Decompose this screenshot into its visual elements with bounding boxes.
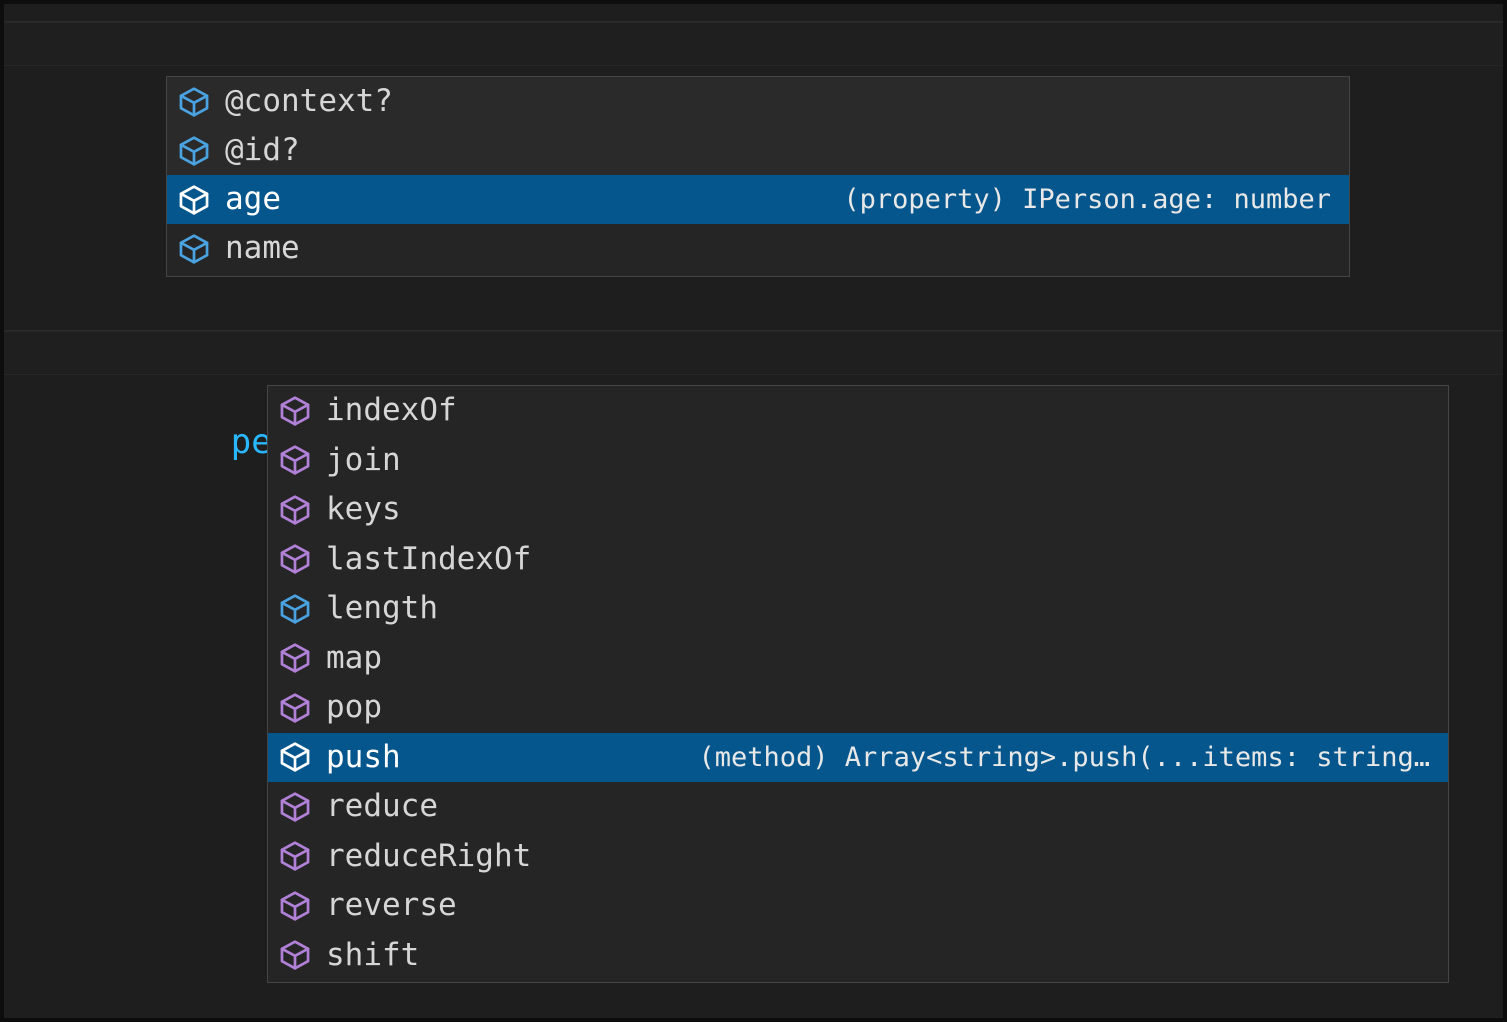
field-cube-icon: [177, 232, 211, 266]
suggest-item-map[interactable]: map: [268, 634, 1448, 684]
suggest-item-name[interactable]: name: [167, 224, 1349, 273]
suggest-item-label: shift: [326, 936, 420, 973]
method-cube-icon: [278, 443, 312, 477]
suggest-item--id-[interactable]: @id?: [167, 126, 1349, 175]
method-cube-icon: [278, 691, 312, 725]
suggest-item-age[interactable]: age (property) IPerson.age: number: [167, 175, 1349, 224]
suggest-item-label: join: [326, 441, 401, 478]
suggest-item-pop[interactable]: pop: [268, 683, 1448, 733]
code-line-1[interactable]: person.;: [4, 22, 1503, 244]
suggest-widget-person[interactable]: @context? @id? age (property) IPerson.age: …: [166, 76, 1350, 277]
suggest-item-lastindexof[interactable]: lastIndexOf: [268, 535, 1448, 585]
suggest-item-push[interactable]: push (method) Array<string>.push(...items…: [268, 732, 1448, 782]
field-cube-icon: [177, 85, 211, 119]
suggest-item-length[interactable]: length: [268, 584, 1448, 634]
suggest-item-reduceright[interactable]: reduceRight: [268, 832, 1448, 882]
field-cube-icon: [177, 134, 211, 168]
method-cube-icon: [278, 790, 312, 824]
suggest-item-label: length: [326, 590, 438, 627]
method-cube-icon: [278, 394, 312, 428]
suggest-item-label: name: [225, 230, 300, 266]
suggest-item-indexof[interactable]: indexOf: [268, 386, 1448, 436]
suggest-item-label: @id?: [225, 132, 300, 168]
method-cube-icon: [278, 839, 312, 873]
suggest-item-shift[interactable]: shift: [268, 931, 1448, 981]
suggest-item--context-[interactable]: @context?: [167, 77, 1349, 126]
method-cube-icon: [278, 493, 312, 527]
editor-surface: person.; @context? @id? age (property) IPer…: [4, 4, 1503, 1018]
method-cube-icon: [278, 542, 312, 576]
suggest-item-label: reduceRight: [326, 837, 532, 874]
suggest-item-detail: (method) Array<string>.push(...items: st…: [698, 741, 1431, 773]
property-cube-icon: [278, 592, 312, 626]
suggest-item-label: indexOf: [326, 392, 457, 429]
method-cube-icon: [278, 641, 312, 675]
suggest-item-label: reduce: [326, 788, 438, 825]
suggest-item-label: lastIndexOf: [326, 540, 532, 577]
suggest-item-label: reverse: [326, 887, 457, 924]
suggest-widget-name[interactable]: indexOf join keys lastIndexOf length map pop pu…: [267, 385, 1449, 983]
divider-middle: [4, 330, 1503, 331]
suggest-item-label: pop: [326, 689, 382, 726]
suggest-item-label: keys: [326, 491, 401, 528]
method-cube-icon: [278, 938, 312, 972]
method-cube-icon: [278, 889, 312, 923]
suggest-item-label: age: [225, 181, 281, 217]
suggest-item-reduce[interactable]: reduce: [268, 782, 1448, 832]
code-line-2[interactable]: person.name.;: [4, 331, 1503, 553]
divider-top: [4, 21, 1503, 22]
method-cube-icon: [278, 740, 312, 774]
suggest-item-label: map: [326, 639, 382, 676]
suggest-item-label: push: [326, 738, 401, 775]
suggest-item-keys[interactable]: keys: [268, 485, 1448, 535]
suggest-item-detail: (property) IPerson.age: number: [843, 184, 1331, 215]
field-cube-icon: [177, 183, 211, 217]
suggest-item-label: @context?: [225, 83, 393, 119]
suggest-item-reverse[interactable]: reverse: [268, 881, 1448, 931]
suggest-item-join[interactable]: join: [268, 436, 1448, 486]
